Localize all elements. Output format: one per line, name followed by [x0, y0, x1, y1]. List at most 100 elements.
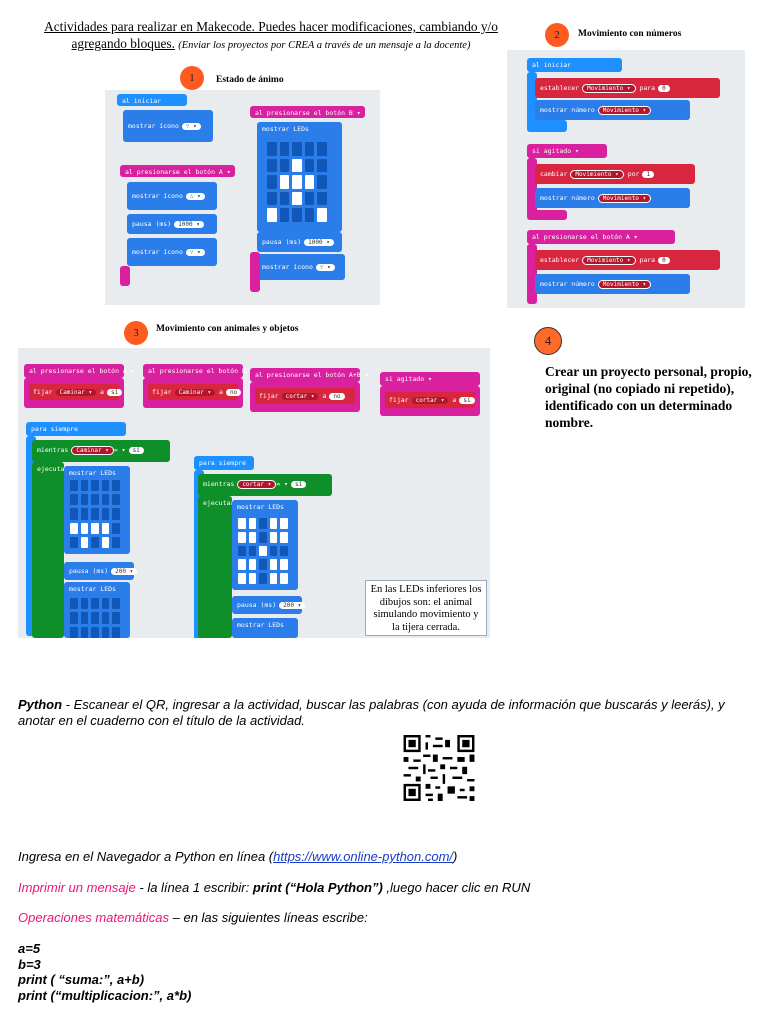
header-line2: agregando bloques. [71, 36, 175, 51]
block-ejecutar-1: ejecutar [32, 462, 68, 638]
var-dropdown: Movimiento ▾ [582, 256, 636, 265]
por-label: por [627, 170, 640, 178]
makecode-panel-1: al iniciar mostrar ícono∵ ▾ al presionar… [105, 90, 380, 305]
block-agitado: si agitado ▾ [527, 144, 607, 158]
a-label: a [452, 396, 457, 404]
block-mostrar-icono-b: mostrar ícono∵ ▾ [257, 254, 345, 280]
python-print-line: Imprimir un mensaje - la línea 1 escribi… [18, 880, 530, 896]
mostrar-numero-label: mostrar número [540, 194, 595, 202]
value-no: no [329, 393, 345, 400]
online-python-link[interactable]: https://www.online-python.com/ [273, 849, 454, 864]
fijar-label: fijar [152, 388, 172, 396]
var-dropdown: cortar ▾ [411, 397, 449, 404]
led-grid-3c [238, 518, 288, 584]
python-intro-text: - Escanear el QR, ingresar a la activida… [18, 697, 725, 728]
var-dropdown: Caminar ▾ [71, 446, 114, 455]
var-dropdown: Movimiento ▾ [597, 280, 652, 289]
section-2-title: Movimiento con números [578, 29, 682, 39]
value-one: 1 [642, 171, 655, 178]
led-grid-3b [70, 598, 120, 638]
block-mostrar-icono-a2: mostrar ícono∵ ▾ [127, 238, 217, 266]
section-4-badge: 4 [534, 327, 562, 355]
establecer-label: establecer [540, 256, 580, 264]
python-code: a=5 b=3 print ( “suma:”, a+b) print (“mu… [18, 941, 191, 1003]
section-3-badge: 3 [124, 321, 148, 345]
nav-text: Ingresa en el Navegador a Python en líne… [18, 849, 274, 864]
pausa-value: 200 ▾ [279, 602, 306, 609]
block-para-siempre-1-side [26, 436, 36, 636]
section-2-badge: 2 [545, 23, 569, 47]
nav-close: ) [453, 849, 458, 864]
block-boton-b: al presionarse el botón B ▾ [250, 106, 365, 118]
led-grid-3a [70, 480, 120, 548]
print-code: print (“Hola Python”) [252, 880, 383, 895]
python-nav-line: Ingresa en el Navegador a Python en líne… [18, 849, 457, 865]
var-dropdown: Caminar ▾ [55, 389, 97, 396]
block-boton-a: al presionarse el botón A ▾ [120, 165, 235, 177]
block-al-iniciar-2: al iniciar [527, 58, 622, 72]
var-dropdown: Movimiento ▾ [582, 84, 636, 93]
block-3-agitado: si agitado ▾ [380, 372, 480, 386]
pausa-value: 1000 ▾ [174, 221, 204, 228]
pausa-value: 200 ▾ [111, 568, 138, 575]
a-label: a [219, 388, 223, 396]
eq-label: = ▾ [113, 446, 126, 454]
block-al-iniciar-2-side [527, 72, 537, 132]
block-para-siempre-1: para siempre [26, 422, 126, 436]
print-text: - la línea 1 escribir: [135, 880, 253, 895]
block-ejecutar-2: ejecutar [198, 496, 234, 638]
block-mostrar-leds-3d: mostrar LEDs [232, 618, 298, 638]
block-al-iniciar-2-end [527, 120, 567, 132]
icon-dropdown: ∵ ▾ [185, 249, 205, 256]
pausa-label: pausa (ms) [132, 220, 172, 228]
block-boton-a-end [120, 266, 130, 286]
block-para-siempre-2: para siempre [194, 456, 254, 470]
block-boton-b-end [250, 252, 260, 292]
led-grid-1 [267, 142, 327, 222]
var-dropdown: Caminar ▾ [174, 389, 216, 396]
mostrar-numero-label: mostrar número [540, 280, 595, 288]
pausa-value: 1000 ▾ [304, 239, 334, 246]
section-1-title: Estado de ánimo [216, 75, 284, 85]
pausa-label: pausa (ms) [262, 238, 302, 246]
block-3-boton-a: al presionarse el botón A ▾ [24, 364, 135, 378]
establecer-label: establecer [540, 84, 580, 92]
fijar-label: fijar [259, 392, 279, 400]
var-dropdown: Movimiento ▾ [570, 170, 624, 179]
eq-label: = ▾ [276, 480, 288, 488]
block-3-boton-b: al presionarse el botón B ▾ [143, 364, 254, 378]
ops-text: – en las siguientes líneas escribe: [169, 910, 368, 925]
value-si: sí [106, 389, 123, 396]
value-si: sí [128, 447, 144, 454]
print-after: ,luego hacer clic en RUN [382, 880, 531, 895]
value-zero: 0 [658, 257, 670, 264]
block-al-iniciar: al iniciar [117, 94, 187, 106]
var-dropdown: Movimiento ▾ [597, 194, 652, 203]
mostrar-icono-label: mostrar ícono [262, 263, 313, 271]
activity-header: Actividades para realizar en Makecode. P… [40, 18, 502, 54]
section-1-badge: 1 [180, 66, 204, 90]
block-mostrar-icono: mostrar ícono∵ ▾ [123, 110, 213, 142]
section-3-title: Movimiento con animales y objetos [156, 324, 299, 334]
mostrar-icono-label: mostrar ícono [132, 248, 183, 256]
cambiar-label: cambiar [540, 170, 568, 178]
code-line-3: print ( “suma:”, a+b) [18, 972, 145, 987]
value-si: sí [459, 397, 475, 404]
mostrar-numero-label: mostrar número [540, 106, 595, 114]
python-ops-line: Operaciones matemáticas – en las siguien… [18, 910, 368, 926]
header-line1: Actividades para realizar en Makecode. P… [44, 19, 498, 34]
code-line-1: a=5 [18, 941, 41, 956]
para-label: para [639, 84, 656, 92]
var-dropdown: Movimiento ▾ [597, 106, 652, 115]
mostrar-icono-label: mostrar ícono [128, 122, 179, 130]
mostrar-leds-label: mostrar LEDs [262, 125, 309, 133]
ops-label: Operaciones matemáticas [18, 910, 170, 925]
